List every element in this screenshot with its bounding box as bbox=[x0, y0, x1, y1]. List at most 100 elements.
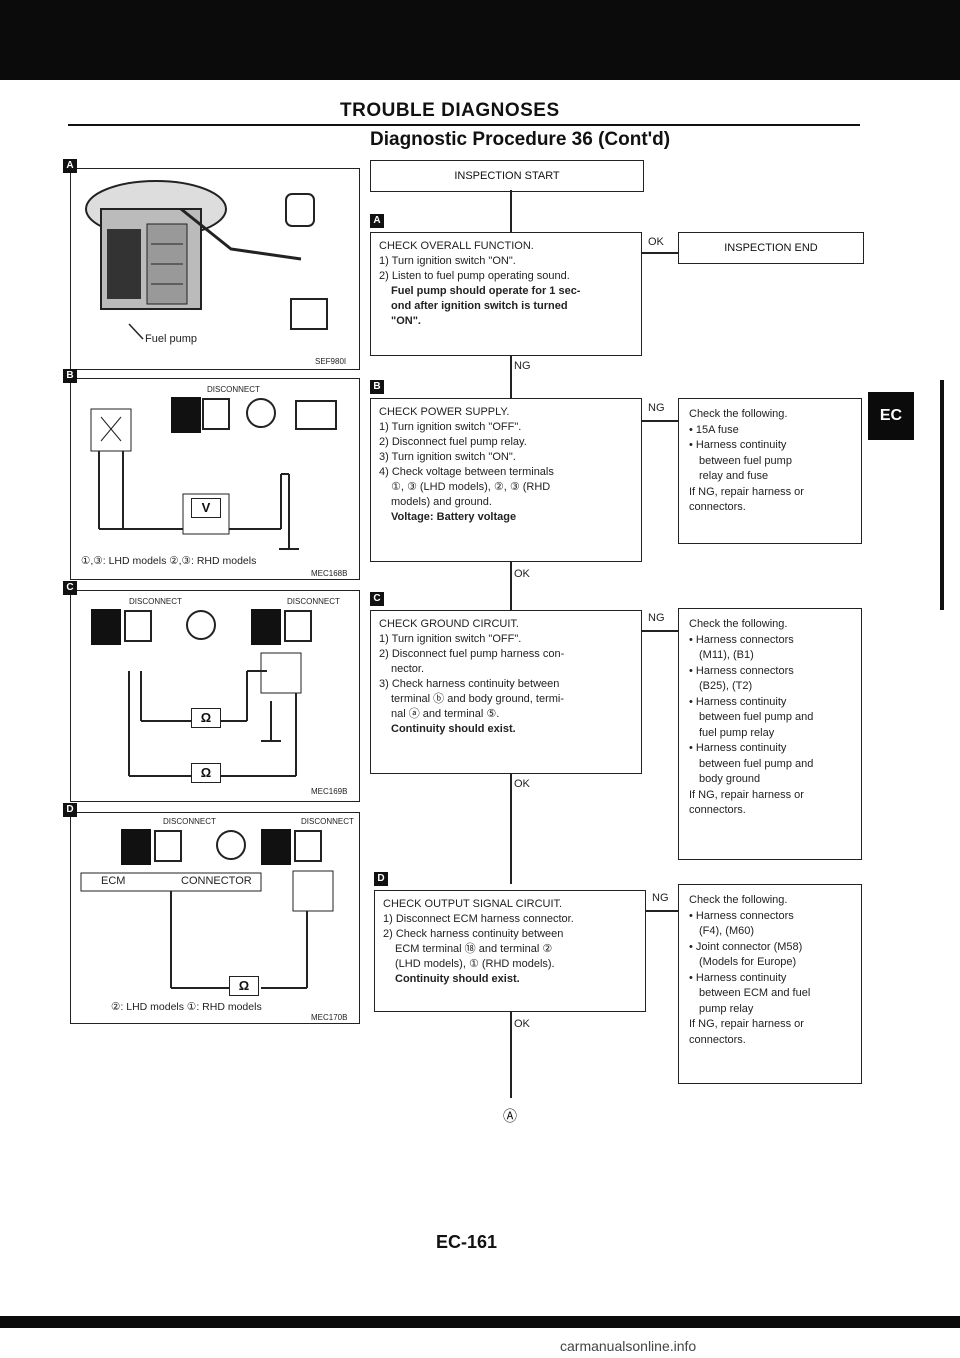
check-c-line-6: • Harness continuity bbox=[689, 695, 787, 708]
check-d-line-3: (F4), (M60) bbox=[699, 925, 754, 937]
check-c-line-5: (B25), (T2) bbox=[699, 680, 753, 692]
check-d-box: Check the following. • Harness connector… bbox=[678, 884, 862, 1084]
flow-line-3 bbox=[510, 562, 512, 610]
step-d-line-4: (LHD models), ① (RHD models). bbox=[395, 958, 555, 970]
title-rule bbox=[68, 124, 860, 126]
top-bar bbox=[0, 0, 960, 80]
disconnect-label-b: DISCONNECT bbox=[207, 385, 260, 394]
check-d-line-8: pump relay bbox=[699, 1002, 754, 1015]
figure-a-marker: A bbox=[63, 159, 77, 173]
figure-d-code: MEC170B bbox=[311, 1013, 348, 1022]
check-c-line-12: If NG, repair harness or bbox=[689, 788, 804, 801]
figure-b-panel: B V DISCONNECT ①,③: LHD models ②,③: RHD … bbox=[63, 369, 360, 580]
flow-line-5 bbox=[510, 1012, 512, 1098]
figure-c-code: MEC169B bbox=[311, 787, 348, 796]
step-a-box: CHECK OVERALL FUNCTION. 1) Turn ignition… bbox=[370, 232, 642, 356]
inspection-end-box: INSPECTION END bbox=[678, 232, 864, 264]
voltage-check-diagram bbox=[90, 397, 337, 550]
check-c-line-3: (M11), (B1) bbox=[699, 649, 754, 661]
ohmmeter-icon-d: Ω bbox=[229, 976, 259, 996]
check-c-line-8: fuel pump relay bbox=[699, 726, 775, 739]
step-c-line-3: nector. bbox=[391, 663, 425, 675]
figure-d-caption: ②: LHD models ①: RHD models bbox=[111, 1001, 262, 1013]
step-d-box: CHECK OUTPUT SIGNAL CIRCUIT. 1) Disconne… bbox=[374, 890, 646, 1012]
check-c-box: Check the following. • Harness connector… bbox=[678, 608, 862, 860]
flow-line-2 bbox=[510, 356, 512, 398]
ohmmeter-icon-1: Ω bbox=[191, 708, 221, 728]
step-a-line-2: 2) Listen to fuel pump operating sound. bbox=[379, 270, 570, 282]
figure-b-code: MEC168B bbox=[311, 569, 348, 578]
check-c-line-10: between fuel pump and bbox=[699, 757, 814, 770]
figure-d-panel: D ECM CONNECTOR Ω DISCONNECT DISCONNECT … bbox=[63, 803, 360, 1024]
ok-label-d: OK bbox=[514, 1018, 530, 1030]
ecm-label: ECM bbox=[101, 875, 126, 887]
step-c-line-6: nal ⓐ and terminal ⑤. bbox=[391, 708, 500, 720]
step-d-title: CHECK OUTPUT SIGNAL CIRCUIT. bbox=[383, 898, 563, 910]
page-title: TROUBLE DIAGNOSES bbox=[340, 100, 560, 121]
check-c-line-1: Check the following. bbox=[689, 618, 788, 630]
ec-section-tab: EC bbox=[868, 392, 914, 440]
ok-label-a: OK bbox=[648, 236, 664, 248]
figure-a-panel: A Fuel pump SEF980I bbox=[63, 159, 360, 370]
ng-label-b: NG bbox=[648, 402, 665, 414]
check-c-line-4: • Harness connectors bbox=[689, 664, 794, 677]
figure-c-marker: C bbox=[63, 581, 77, 595]
check-b-line-4: between fuel pump bbox=[699, 454, 792, 467]
step-a-marker: A bbox=[370, 214, 384, 228]
arrow-b-check bbox=[642, 420, 678, 422]
inspection-start-label: INSPECTION START bbox=[454, 170, 560, 182]
step-b-line-2: 2) Disconnect fuel pump relay. bbox=[379, 436, 527, 448]
check-b-line-7: connectors. bbox=[689, 501, 746, 513]
connector-label: CONNECTOR bbox=[181, 875, 252, 887]
step-b-line-5: ①, ③ (LHD models), ②, ③ (RHD bbox=[391, 481, 551, 493]
bottom-bar bbox=[0, 1316, 960, 1328]
step-b-title: CHECK POWER SUPPLY. bbox=[379, 406, 510, 418]
step-d-line-1: 1) Disconnect ECM harness connector. bbox=[383, 913, 574, 925]
ng-label-d: NG bbox=[652, 892, 669, 904]
page-number: EC-161 bbox=[436, 1232, 498, 1252]
step-c-line-4: 3) Check harness continuity between bbox=[379, 678, 560, 690]
step-a-title: CHECK OVERALL FUNCTION. bbox=[379, 240, 534, 252]
step-b-line-6: models) and ground. bbox=[391, 496, 492, 508]
step-c-marker: C bbox=[370, 592, 384, 606]
step-c-line-5: terminal ⓑ and body ground, termi- bbox=[391, 693, 565, 705]
step-d-line-3: ECM terminal ⑱ and terminal ② bbox=[395, 943, 553, 955]
inspection-end-label: INSPECTION END bbox=[724, 242, 818, 254]
figure-b-caption: ①,③: LHD models ②,③: RHD models bbox=[81, 555, 257, 567]
step-a-line-1: 1) Turn ignition switch "ON". bbox=[379, 255, 516, 267]
check-d-line-2: • Harness connectors bbox=[689, 909, 794, 922]
figure-d-marker: D bbox=[63, 803, 77, 817]
step-c-box: CHECK GROUND CIRCUIT. 1) Turn ignition s… bbox=[370, 610, 642, 774]
step-a-result-2: ond after ignition switch is turned bbox=[391, 300, 568, 312]
ng-label-c: NG bbox=[648, 612, 665, 624]
check-b-line-5: relay and fuse bbox=[699, 470, 769, 482]
disconnect-label-c1: DISCONNECT bbox=[129, 597, 182, 606]
check-d-line-1: Check the following. bbox=[689, 894, 788, 906]
disconnect-label-d1: DISCONNECT bbox=[163, 817, 216, 826]
sidebar-rule bbox=[940, 380, 944, 610]
page-subtitle: Diagnostic Procedure 36 (Cont'd) bbox=[370, 129, 671, 150]
check-b-line-6: If NG, repair harness or bbox=[689, 485, 804, 498]
step-b-line-4: 4) Check voltage between terminals bbox=[379, 466, 554, 478]
check-c-line-9: • Harness continuity bbox=[689, 742, 787, 754]
step-b-result: Voltage: Battery voltage bbox=[391, 511, 517, 523]
check-c-line-7: between fuel pump and bbox=[699, 711, 814, 723]
step-b-line-3: 3) Turn ignition switch "ON". bbox=[379, 451, 516, 463]
arrow-c-check bbox=[642, 630, 678, 632]
disconnect-label-c2: DISCONNECT bbox=[287, 597, 340, 606]
disconnect-label-d2: DISCONNECT bbox=[301, 817, 354, 826]
ok-label-c: OK bbox=[514, 778, 530, 790]
step-c-line-1: 1) Turn ignition switch "OFF". bbox=[379, 633, 522, 645]
check-d-line-5: (Models for Europe) bbox=[699, 956, 797, 968]
step-a-result-3: "ON". bbox=[391, 315, 421, 327]
fuel-pump-illustration bbox=[85, 180, 328, 340]
fuel-pump-label: Fuel pump bbox=[145, 333, 197, 345]
continue-marker: Ⓐ bbox=[503, 1108, 517, 1124]
step-b-line-1: 1) Turn ignition switch "OFF". bbox=[379, 421, 522, 433]
voltmeter-icon: V bbox=[191, 498, 221, 518]
arrow-d-check bbox=[646, 910, 678, 912]
ok-label-b: OK bbox=[514, 568, 530, 580]
check-c-line-13: connectors. bbox=[689, 804, 746, 816]
arrow-a-end bbox=[642, 252, 678, 254]
ng-label-a: NG bbox=[514, 360, 531, 372]
